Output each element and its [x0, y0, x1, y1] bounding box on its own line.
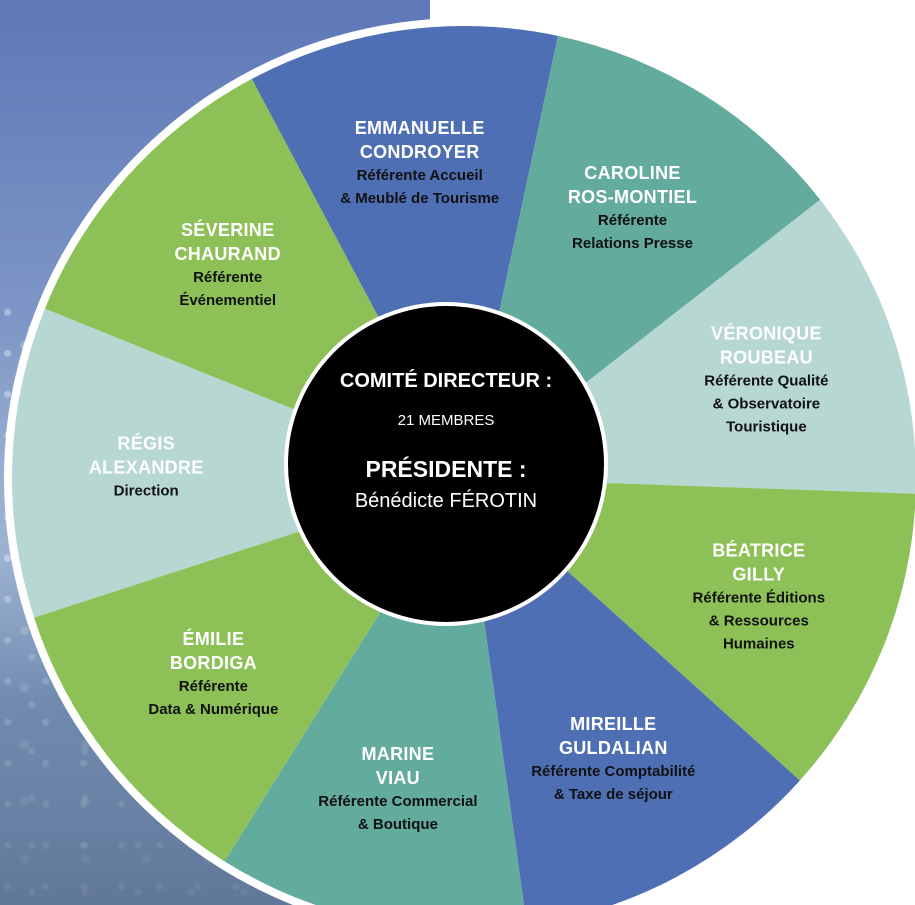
member-name-line: ALEXANDRE	[88, 457, 204, 478]
member-role-line: Direction	[113, 482, 179, 500]
members-label: MEMBRES	[418, 412, 495, 429]
member-role-line: Référente Comptabilité	[531, 762, 696, 780]
member-name-line: BÉATRICE	[712, 540, 806, 561]
member-role-line: & Observatoire	[712, 395, 821, 413]
member-name-line: RÉGIS	[117, 433, 175, 454]
committee-label: COMITÉ DIRECTEUR :	[339, 370, 553, 392]
member-name-line: EMMANUELLE	[354, 118, 485, 139]
member-role-line: Référente Accueil	[356, 167, 483, 185]
member-role-line: Référente	[597, 212, 668, 230]
member-name-line: BORDIGA	[169, 652, 257, 673]
member-role-line: Référente Commercial	[318, 793, 478, 811]
member-role-line: & Taxe de séjour	[553, 785, 673, 803]
president-label: PRÉSIDENTE :	[365, 456, 527, 482]
member-role-line: & Meublé de Tourisme	[340, 190, 500, 208]
segment-label: MARINE VIAU Référente Commercial & Boutique	[278, 742, 518, 836]
member-name-line: GULDALIAN	[558, 737, 668, 758]
member-name-line: VIAU	[375, 768, 420, 789]
member-name-line: MARINE	[361, 744, 435, 765]
member-name-line: CAROLINE	[584, 163, 681, 184]
member-name-line: SÉVERINE	[180, 220, 275, 241]
member-role-line: Événementiel	[179, 292, 277, 310]
wheel-segment	[11, 308, 465, 618]
members-line: 21 MEMBRES	[288, 412, 604, 429]
member-role-line: Référente	[193, 269, 263, 287]
member-name-line: ROUBEAU	[719, 347, 813, 368]
member-name-line: GILLY	[732, 564, 786, 585]
segment-label: MIREILLE GULDALIAN Référente Comptabilité &…	[493, 712, 733, 806]
member-name-line: CONDROYER	[359, 142, 480, 163]
member-role-line: Data & Numérique	[148, 700, 279, 718]
center-circle: COMITÉ DIRECTEUR : 21 MEMBRES PRÉSIDENTE…	[284, 302, 608, 626]
member-name-line: ROS-MONTIEL	[567, 187, 698, 208]
member-role-line: Référente	[178, 677, 248, 695]
member-name-line: VÉRONIQUE	[711, 323, 822, 344]
member-name-line: MIREILLE	[570, 713, 657, 734]
members-count: 21	[397, 412, 415, 429]
member-name-line: CHAURAND	[174, 244, 281, 265]
member-role-line: & Ressources	[708, 612, 809, 630]
segment-label: EMMANUELLE CONDROYER Référente Accueil & Me…	[300, 116, 540, 210]
member-role-line: Relations Presse	[572, 235, 693, 253]
member-role-line: Référente Qualité	[704, 372, 829, 390]
president-name: Bénédicte FÉROTIN	[354, 490, 538, 512]
member-role-line: Humaines	[722, 635, 795, 653]
member-role-line: & Boutique	[357, 816, 438, 834]
member-role-line: Référente Éditions	[692, 589, 826, 607]
segment-label: BÉATRICE GILLY Référente Éditions & Ressour…	[639, 539, 879, 656]
member-name-line: ÉMILIE	[182, 628, 245, 649]
segment-label: VÉRONIQUE ROUBEAU Référente Qualité & Obser…	[646, 321, 886, 438]
segment-label: RÉGIS ALEXANDRE Direction	[26, 431, 266, 502]
member-role-line: Touristique	[726, 418, 807, 436]
